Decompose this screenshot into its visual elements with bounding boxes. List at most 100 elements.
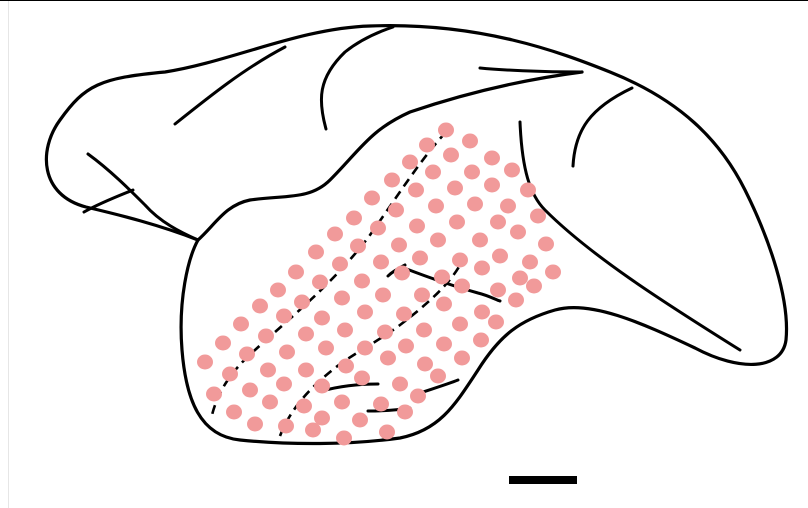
sulcus-inner-2 [322, 384, 378, 391]
electrode-dot [373, 397, 389, 412]
electrode-dot [279, 345, 295, 360]
electrode-dot [510, 225, 526, 240]
electrode-dot [396, 307, 412, 322]
electrode-dot [414, 288, 430, 303]
electrode-dot [443, 148, 459, 163]
electrode-dot [337, 323, 353, 338]
electrode-dot [392, 377, 408, 392]
electrode-dot [452, 317, 468, 332]
electrode-dot [447, 181, 463, 196]
electrode-dot [408, 183, 424, 198]
electrode-dot [545, 265, 561, 280]
electrode-dot [332, 257, 348, 272]
electrode-dot [338, 359, 354, 374]
electrode-dot [262, 395, 278, 410]
electrode-dot [252, 299, 268, 314]
sulcus-central [321, 27, 393, 129]
electrode-dot [270, 283, 286, 298]
electrode-dot [215, 336, 231, 351]
electrode-dot [508, 293, 524, 308]
electrode-dot [438, 123, 454, 138]
electrode-dot [242, 383, 258, 398]
electrode-dot [530, 209, 546, 224]
sulcus-intraparietal [480, 68, 582, 72]
electrode-dot [412, 251, 428, 266]
electrode-dot [380, 351, 396, 366]
electrode-dot [434, 270, 450, 285]
sulcus-frontal-3 [175, 47, 285, 124]
electrode-dot [436, 297, 452, 312]
electrode-dot [512, 271, 528, 286]
electrode-dot [247, 417, 263, 432]
electrode-dot [462, 134, 478, 149]
electrode-array [197, 123, 561, 446]
electrode-dot [490, 283, 506, 298]
electrode-dot [364, 191, 380, 206]
electrode-dot [500, 199, 516, 214]
electrode-dot [397, 405, 413, 420]
electrode-dot [357, 341, 373, 356]
electrode-dot [430, 233, 446, 248]
electrode-dot [473, 333, 489, 348]
electrode-dot [327, 227, 343, 242]
sulcus-frontal-1 [88, 154, 198, 240]
electrode-dot [298, 363, 314, 378]
electrode-dot [488, 315, 504, 330]
electrode-dot [373, 255, 389, 270]
electrode-dot [467, 197, 483, 212]
electrode-dot [417, 357, 433, 372]
electrode-dot [484, 151, 500, 166]
electrode-dot [384, 173, 400, 188]
electrode-dot [296, 399, 312, 414]
electrode-dot [394, 266, 410, 281]
electrode-dot [370, 221, 386, 236]
sulcus-occipital-1 [573, 88, 632, 166]
electrode-dot [452, 253, 468, 268]
electrode-dot [314, 311, 330, 326]
electrode-dot [436, 337, 452, 352]
electrode-dot [398, 339, 414, 354]
electrode-dot [474, 261, 490, 276]
electrode-dot [464, 165, 480, 180]
electrode-dot [318, 341, 334, 356]
electrode-dot [346, 211, 362, 226]
electrode-dot [298, 327, 314, 342]
electrode-dot [474, 305, 490, 320]
electrode-dot [428, 199, 444, 214]
electrode-dot [391, 238, 407, 253]
electrode-dot [206, 387, 222, 402]
electrode-dot [239, 347, 255, 362]
electrode-dot [354, 274, 370, 289]
electrode-dot [350, 239, 366, 254]
electrode-dot [288, 265, 304, 280]
electrode-dot [484, 178, 500, 193]
electrode-dot [430, 369, 446, 384]
electrode-dot [197, 355, 213, 370]
electrode-dot [354, 371, 370, 386]
electrode-dot [334, 291, 350, 306]
electrode-dot [377, 325, 393, 340]
electrode-dot [425, 165, 441, 180]
electrode-dot [226, 405, 242, 420]
sulcus-sts-upper [520, 122, 740, 350]
electrode-dot [520, 183, 536, 198]
electrode-dot [402, 155, 418, 170]
electrode-dot [312, 275, 328, 290]
electrode-dot [314, 379, 330, 394]
sulcus-frontal-2 [84, 190, 133, 212]
electrode-dot [276, 309, 292, 324]
electrode-dot [388, 203, 404, 218]
electrode-dot [357, 305, 373, 320]
electrode-dot [538, 237, 554, 252]
electrode-dot [334, 395, 350, 410]
electrode-dot [490, 215, 506, 230]
electrode-dot [472, 233, 488, 248]
electrode-dot [222, 367, 238, 382]
electrode-dot [410, 389, 426, 404]
electrode-dot [294, 295, 310, 310]
electrode-dot [526, 279, 542, 294]
electrode-dot [454, 279, 470, 294]
electrode-dot [233, 317, 249, 332]
